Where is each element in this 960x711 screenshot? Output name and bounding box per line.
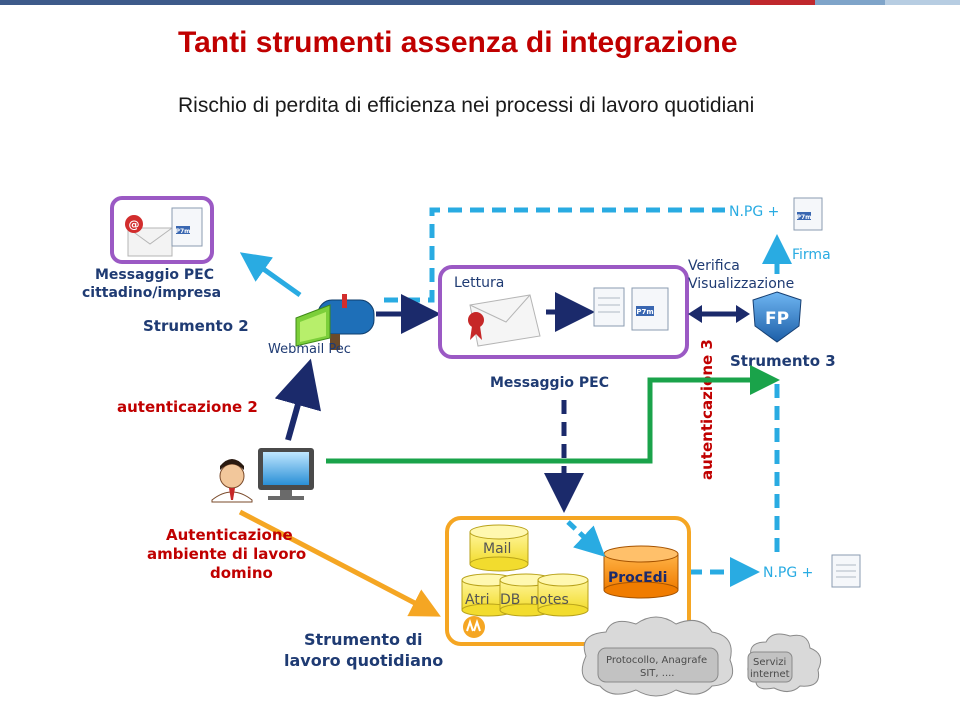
procedi-label: ProcEdi: [608, 570, 667, 586]
notes-database-icon: [537, 573, 589, 617]
auth-ambiente-line3: domino: [210, 564, 273, 582]
page-subtitle: Rischio di perdita di efficienza nei pro…: [178, 94, 755, 117]
auth-ambiente-line1: Autenticazione: [166, 526, 293, 544]
cloud-servizi-line1: Servizi: [753, 657, 786, 668]
arrow-to-strumento-lavoro: [238, 509, 441, 617]
organization-logo-icon: [463, 616, 485, 638]
npg-bottom-label: N.PG +: [763, 565, 813, 581]
document-icon: [831, 554, 861, 588]
arrow-auth2: [274, 358, 321, 441]
signed-envelope-icon: [468, 294, 541, 347]
arrow-to-citizen: [239, 252, 302, 298]
dashed-arrow-to-procedi: [566, 520, 606, 557]
p7m-document-icon: P7m: [793, 197, 823, 231]
lettura-label: Lettura: [454, 275, 504, 291]
mailbox-icon: [295, 294, 375, 350]
mail-database-icon: [469, 524, 529, 572]
arrow-verifica: [688, 305, 750, 323]
svg-text:P7m: P7m: [636, 308, 653, 316]
cloud-protocollo-line1: Protocollo, Anagrafe: [606, 655, 707, 666]
npg-top-label: N.PG +: [729, 204, 779, 220]
svg-text:P7m: P7m: [176, 228, 191, 235]
db-mail-label: Mail: [483, 541, 511, 557]
strumento2-label: Strumento 2: [143, 317, 249, 335]
citizen-pec-label-line2: cittadino/impresa: [82, 285, 221, 301]
page-title: Tanti strumenti assenza di integrazione: [178, 26, 738, 59]
computer-monitor-icon: [258, 448, 314, 500]
strumento-lavoro-line1: Strumento di: [304, 630, 423, 649]
p7m-document-icon: P7m: [171, 207, 203, 247]
document-icon: [593, 287, 625, 327]
citizen-pec-label-line1: Messaggio PEC: [95, 267, 214, 283]
cloud-protocollo-line2: SIT, ....: [640, 668, 674, 679]
autenticazione2-label: autenticazione 2: [117, 398, 258, 416]
procedi-database-icon: [603, 545, 679, 599]
fp-firma-icon: FP: [752, 291, 802, 343]
db-db-label: DB: [500, 592, 520, 608]
verifica-label-line1: Verifica: [688, 258, 740, 274]
db-atri-label: Atri: [465, 592, 489, 608]
citizen-pec-box: @ P7m: [110, 196, 214, 264]
auth-ambiente-line2: ambiente di lavoro: [147, 545, 306, 563]
strumento3-label: Strumento 3: [730, 352, 836, 370]
webmail-pec-label: Webmail Pec: [268, 342, 351, 357]
svg-text:P7m: P7m: [797, 214, 812, 221]
svg-text:@: @: [129, 218, 140, 231]
envelope-icon: @: [125, 215, 173, 257]
firma-label: Firma: [792, 247, 831, 263]
arrow-auth3-green: [326, 365, 780, 464]
top-accent-bar: [0, 0, 960, 5]
db-notes-label: notes: [530, 592, 569, 608]
strumento-lavoro-line2: lavoro quotidiano: [284, 651, 443, 670]
messaggio-pec-label: Messaggio PEC: [490, 375, 609, 391]
internet-services-cloud: [747, 633, 822, 692]
p7m-document-icon: P7m: [631, 287, 669, 331]
svg-text:FP: FP: [765, 309, 789, 329]
autenticazione3-label: autenticazione 3: [698, 339, 716, 480]
user-avatar-icon: [211, 459, 253, 503]
backoffice-cloud: [581, 616, 734, 697]
cloud-servizi-line2: internet: [750, 669, 790, 680]
verifica-label-line2: Visualizzazione: [688, 276, 794, 292]
